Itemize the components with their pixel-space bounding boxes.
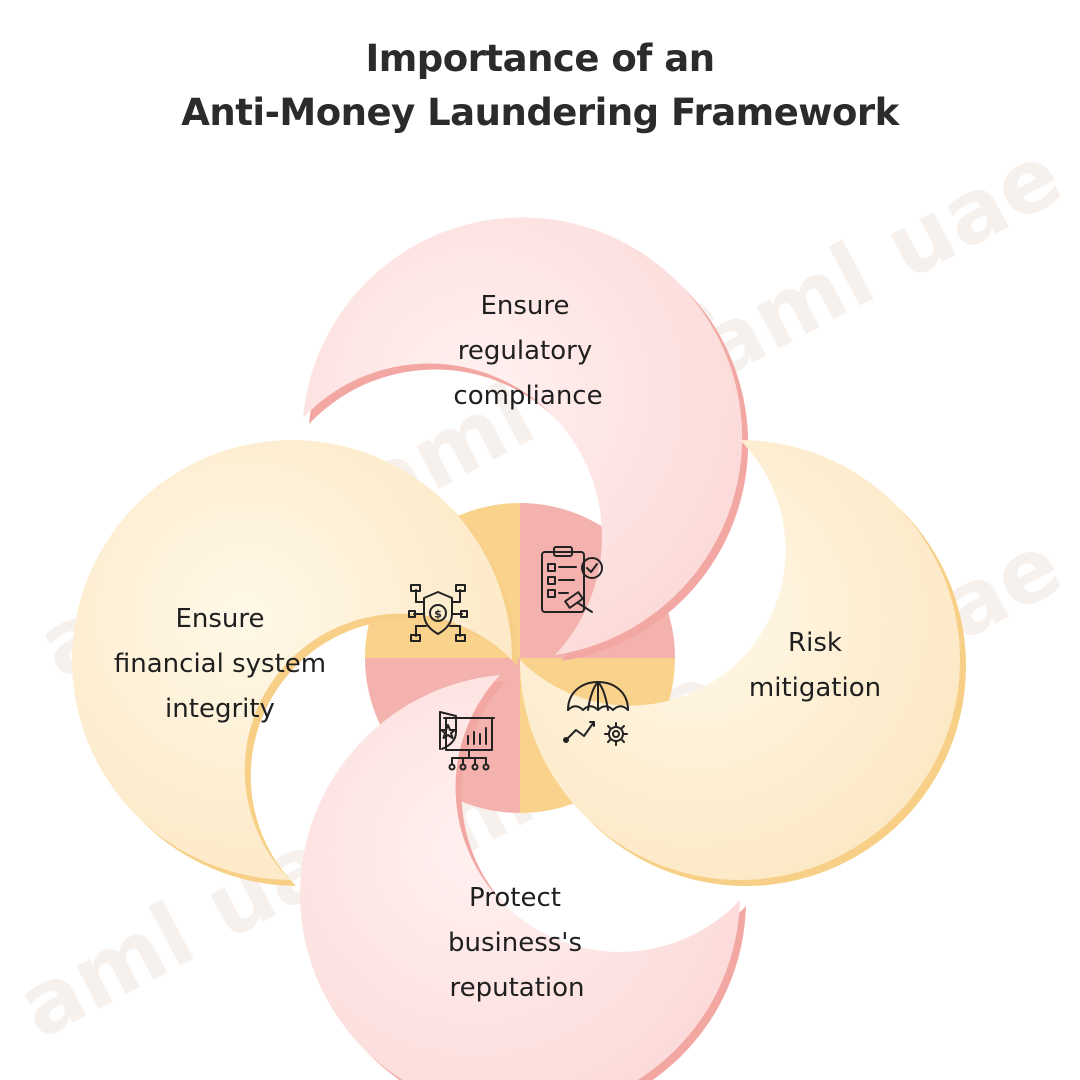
petal-label-bottom: Protect business's reputation [448,883,585,1003]
petal-right [520,440,966,886]
petal-right-line-2: mitigation [749,673,881,703]
petal-right-line-1: Risk [788,628,842,658]
petal-left-line-2: financial system [114,649,326,679]
clipboard-checklist-gavel-icon [541,546,603,613]
petal-left-line-3: integrity [165,694,275,724]
petal-top-line-2: regulatory [458,336,592,366]
watermark-3: aml uae [682,123,1078,399]
petal-top [303,217,749,661]
petal-bottom-line-1: Protect [469,883,561,913]
title-line-1: Importance of an [365,37,715,80]
petal-label-right: Risk mitigation [749,628,881,703]
shield-dollar-network-icon: $ [408,584,468,642]
petal-left-line-1: Ensure [175,604,264,634]
petal-label-left: Ensure financial system integrity [114,604,326,724]
presentation-shield-star-icon [439,711,495,771]
page-title: Importance of an Anti-Money Laundering F… [0,32,1080,140]
svg-text:$: $ [434,608,442,621]
petal-bottom [300,675,746,1080]
title-line-2: Anti-Money Laundering Framework [181,91,899,134]
petal-bottom-line-2: business's [448,928,582,958]
petal-top-line-3: compliance [453,381,602,411]
petal-bottom-line-3: reputation [449,973,584,1003]
petal-top-line-1: Ensure [480,291,569,321]
umbrella-gear-icon [563,681,629,746]
petal-left [71,440,518,886]
petal-label-top: Ensure regulatory compliance [453,291,602,411]
